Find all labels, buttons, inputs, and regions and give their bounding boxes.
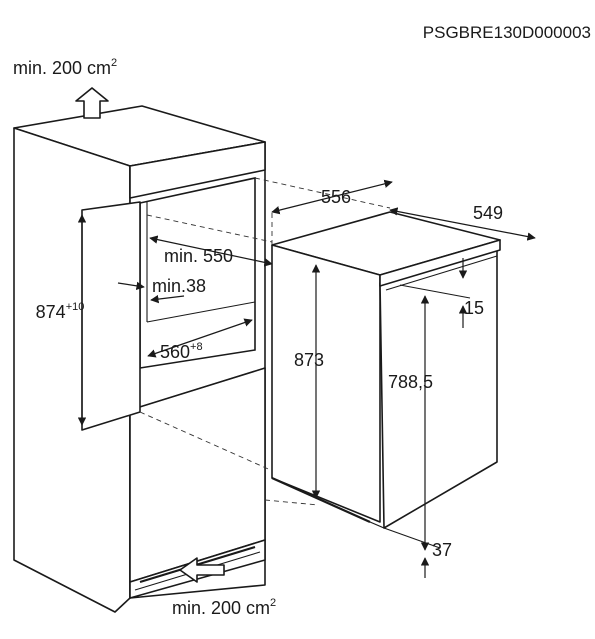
door-height-label: 788,5 [388,372,433,392]
niche-side-gap-label: min.38 [152,276,206,296]
bottom-offset-label: 37 [432,540,452,560]
niche-width-label: 560+8 [160,341,203,362]
kitchen-cabinet [13,105,266,613]
niche-height-label: 874+10 [36,301,85,322]
top-offset-label: 15 [464,298,484,318]
bottom-ventilation-label: min. 200 cm2 [172,597,276,618]
appliance-height-label: 873 [294,350,324,370]
fridge-appliance [271,211,501,529]
document-code: PSGBRE130D000003 [423,23,591,42]
air-inflow-arrow-icon [179,557,225,583]
appliance-depth-label: 549 [473,203,503,223]
niche-depth-label: min. 550 [164,246,233,266]
appliance-width-label: 556 [321,187,351,207]
top-ventilation-label: min. 200 cm2 [13,57,117,78]
air-outflow-arrow-icon [75,87,109,119]
